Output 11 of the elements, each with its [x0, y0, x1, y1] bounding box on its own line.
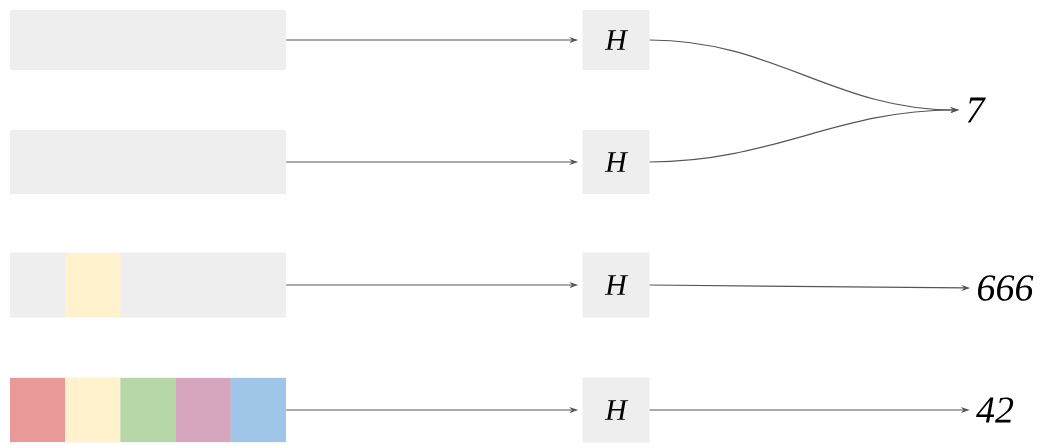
input-bar [10, 252, 286, 318]
function-box: H [582, 252, 650, 318]
input-bar [10, 10, 286, 70]
output-value: 666 [978, 275, 1034, 301]
output-value: 42 [976, 397, 1014, 423]
input-bar [10, 377, 286, 443]
function-box: H [582, 10, 650, 70]
input-bar [10, 130, 286, 194]
function-box: H [582, 377, 650, 443]
function-box: H [582, 130, 650, 194]
output-value: 7 [967, 97, 986, 123]
